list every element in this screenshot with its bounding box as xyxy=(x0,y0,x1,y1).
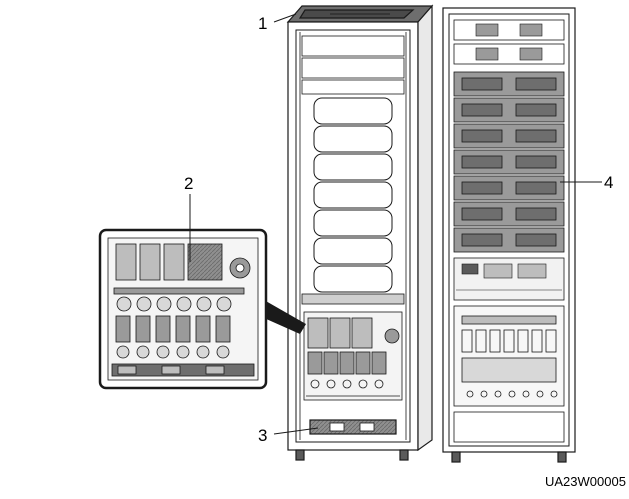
leader-line-1 xyxy=(273,13,297,23)
callout-2: 2 xyxy=(184,174,193,193)
front-breaker-area xyxy=(303,311,403,401)
leader-lines xyxy=(189,13,602,435)
figure-id: UA23W00005 xyxy=(545,474,626,489)
callout-3: 3 xyxy=(258,426,267,445)
callout-4: 4 xyxy=(604,173,613,192)
detail-inset xyxy=(98,228,268,390)
rear-breaker-area xyxy=(453,305,565,407)
power-modules xyxy=(453,71,565,253)
rear-cabinet xyxy=(442,7,576,463)
callout-1: 1 xyxy=(258,14,267,33)
cable-entry-plate xyxy=(309,419,397,435)
leader-line-3 xyxy=(273,427,319,435)
zoom-pointer xyxy=(264,300,306,334)
front-cabinet xyxy=(286,4,434,461)
top-cover xyxy=(286,5,434,23)
module-slots xyxy=(313,97,393,293)
